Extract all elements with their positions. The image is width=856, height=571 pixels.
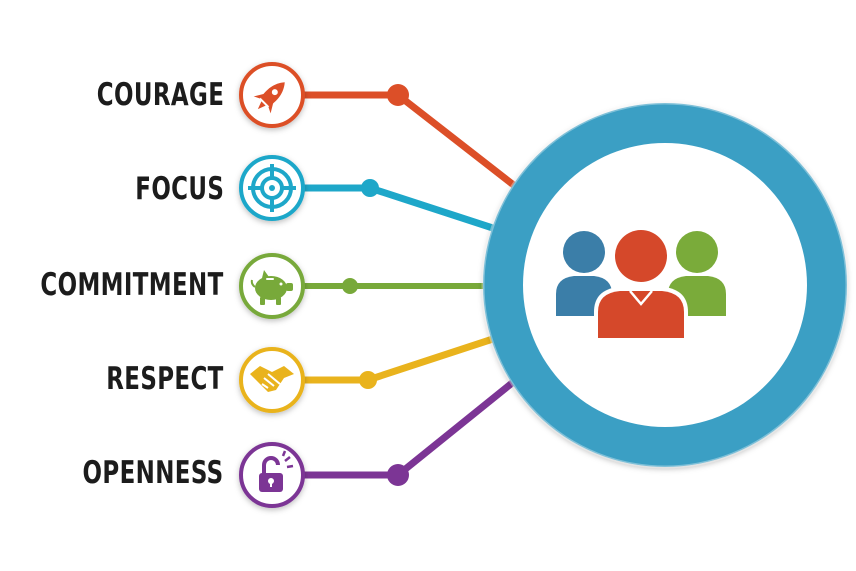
- badge-openness: [239, 442, 305, 508]
- value-label-focus: FOCUS: [134, 171, 224, 207]
- badge-focus: [239, 155, 305, 221]
- scrum-values-hub: SCRUM VALUES: [481, 101, 849, 469]
- target-icon: [248, 164, 296, 212]
- connector-openness: [296, 371, 526, 486]
- connector-commitment: [297, 278, 503, 294]
- value-label-courage: COURAGE: [96, 77, 224, 113]
- open-padlock-icon: [259, 450, 294, 492]
- rocket-icon: [253, 82, 285, 114]
- piggy-bank-icon: [250, 270, 293, 305]
- value-label-openness: OPENNESS: [82, 455, 224, 491]
- value-label-respect: RESPECT: [106, 361, 224, 397]
- connector-courage: [296, 84, 524, 194]
- badge-respect: [239, 347, 305, 413]
- handshake-icon: [250, 366, 294, 392]
- badge-courage: [239, 62, 305, 128]
- badge-commitment: [239, 253, 305, 319]
- connector-focus: [296, 179, 509, 236]
- value-label-commitment: COMMITMENT: [40, 267, 224, 303]
- connector-respect: [296, 331, 509, 389]
- team-icon: [556, 226, 726, 342]
